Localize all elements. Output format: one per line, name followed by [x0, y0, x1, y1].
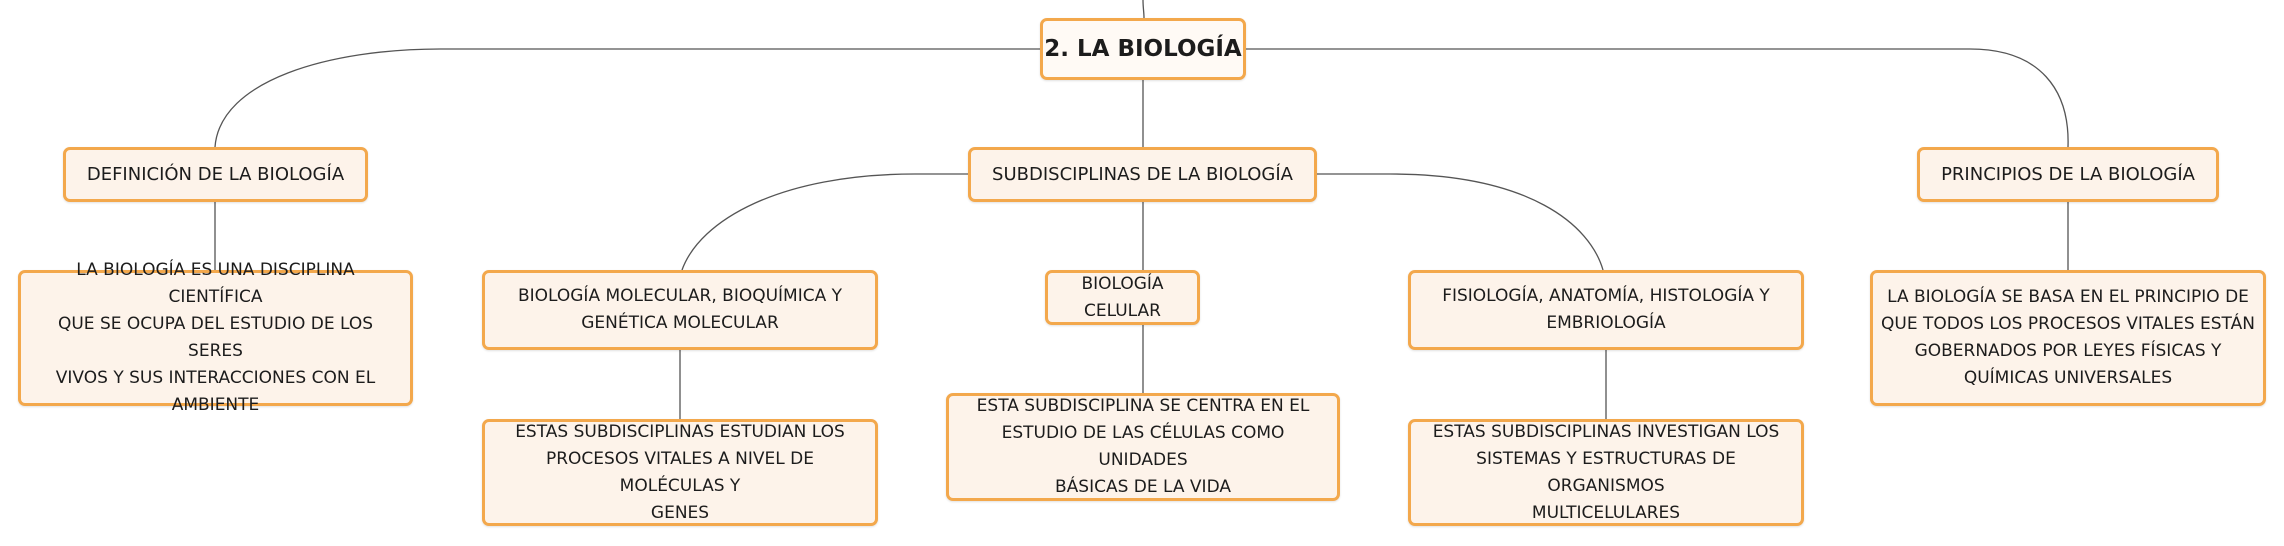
text-line: VIVOS Y SUS INTERACCIONES CON EL	[55, 368, 376, 388]
node-definicion-label: DEFINICIÓN DE LA BIOLOGÍA	[86, 164, 345, 185]
text-line: QUE SE OCUPA DEL ESTUDIO DE LOS SERES	[57, 314, 374, 361]
node-fisiologia-text: FISIOLOGÍA, ANATOMÍA, HISTOLOGÍA Y EMBRI…	[1442, 283, 1770, 337]
node-principios-detail[interactable]: LA BIOLOGÍA SE BASA EN EL PRINCIPIO DE Q…	[1870, 270, 2266, 406]
node-fisiologia[interactable]: FISIOLOGÍA, ANATOMÍA, HISTOLOGÍA Y EMBRI…	[1408, 270, 1804, 350]
node-principios-detail-text: LA BIOLOGÍA SE BASA EN EL PRINCIPIO DE Q…	[1881, 284, 2255, 392]
connector-sub-molecular	[681, 173, 968, 271]
connector-root-principios	[1246, 48, 2069, 148]
text-line: GOBERNADOS POR LEYES FÍSICAS Y	[1914, 341, 2222, 361]
connector-sub-fisiologia	[1317, 173, 1604, 271]
text-line: PROCESOS VITALES A NIVEL DE MOLÉCULAS Y	[545, 448, 814, 496]
connector-root-parent	[1142, 0, 1145, 19]
node-principios-label: PRINCIPIOS DE LA BIOLOGÍA	[1941, 164, 2195, 185]
text-line: ESTAS SUBDISCIPLINAS ESTUDIAN LOS	[515, 421, 845, 442]
connector-root-definicion	[214, 48, 1040, 148]
text-line: BIOLOGÍA MOLECULAR, BIOQUÍMICA Y	[517, 286, 843, 306]
node-subdisciplinas-label: SUBDISCIPLINAS DE LA BIOLOGÍA	[992, 164, 1293, 185]
node-definicion-detail[interactable]: LA BIOLOGÍA ES UNA DISCIPLINA CIENTÍFICA…	[18, 260, 413, 415]
text-line: LA BIOLOGÍA SE BASA EN EL PRINCIPIO DE	[1887, 287, 2249, 307]
text-line: ESTAS SUBDISCIPLINAS INVESTIGAN LOS	[1432, 421, 1780, 442]
text-line: QUÍMICAS UNIVERSALES	[1963, 368, 2173, 388]
text-line: GENÉTICA MOLECULAR	[581, 313, 779, 333]
node-biologia-celular-detail[interactable]: ESTA SUBDISCIPLINA SE CENTRA EN EL ESTUD…	[946, 393, 1340, 501]
node-biologia-molecular-detail[interactable]: ESTAS SUBDISCIPLINAS ESTUDIAN LOS PROCES…	[482, 419, 878, 526]
node-biologia-molecular-text: BIOLOGÍA MOLECULAR, BIOQUÍMICA Y GENÉTIC…	[518, 283, 842, 337]
text-line: FISIOLOGÍA, ANATOMÍA, HISTOLOGÍA Y	[1442, 286, 1770, 306]
text-line: MULTICELULARES	[1531, 502, 1681, 523]
text-line: ESTA SUBDISCIPLINA SE CENTRA EN EL	[976, 396, 1310, 416]
text-line: ESTUDIO DE LAS CÉLULAS COMO UNIDADES	[1001, 423, 1285, 470]
text-line: LA BIOLOGÍA ES UNA DISCIPLINA CIENTÍFICA	[76, 260, 355, 307]
node-principios[interactable]: PRINCIPIOS DE LA BIOLOGÍA	[1917, 147, 2219, 202]
node-biologia-celular-detail-text: ESTA SUBDISCIPLINA SE CENTRA EN EL ESTUD…	[957, 393, 1329, 501]
node-biologia-celular-label: BIOLOGÍA CELULAR	[1081, 273, 1164, 321]
node-biologia-molecular[interactable]: BIOLOGÍA MOLECULAR, BIOQUÍMICA Y GENÉTIC…	[482, 270, 878, 350]
text-line: GENES	[650, 502, 710, 523]
text-line: BÁSICAS DE LA VIDA	[1055, 477, 1231, 497]
node-fisiologia-detail-text: ESTAS SUBDISCIPLINAS INVESTIGAN LOS SIST…	[1419, 419, 1793, 527]
text-line: EMBRIOLOGÍA	[1546, 313, 1666, 333]
node-biologia-celular[interactable]: BIOLOGÍA CELULAR	[1045, 270, 1200, 325]
node-definicion[interactable]: DEFINICIÓN DE LA BIOLOGÍA	[63, 147, 368, 202]
node-biologia-molecular-detail-text: ESTAS SUBDISCIPLINAS ESTUDIAN LOS PROCES…	[493, 419, 867, 527]
root-node-label: 2. LA BIOLOGÍA	[1044, 36, 1242, 62]
node-definicion-detail-text: LA BIOLOGÍA ES UNA DISCIPLINA CIENTÍFICA…	[29, 257, 402, 419]
node-subdisciplinas[interactable]: SUBDISCIPLINAS DE LA BIOLOGÍA	[968, 147, 1317, 202]
node-fisiologia-detail[interactable]: ESTAS SUBDISCIPLINAS INVESTIGAN LOS SIST…	[1408, 419, 1804, 526]
root-node-la-biologia[interactable]: 2. LA BIOLOGÍA	[1040, 18, 1246, 80]
text-line: SISTEMAS Y ESTRUCTURAS DE ORGANISMOS	[1476, 448, 1736, 496]
text-line: QUE TODOS LOS PROCESOS VITALES ESTÁN	[1881, 314, 2255, 334]
text-line: AMBIENTE	[171, 395, 260, 415]
